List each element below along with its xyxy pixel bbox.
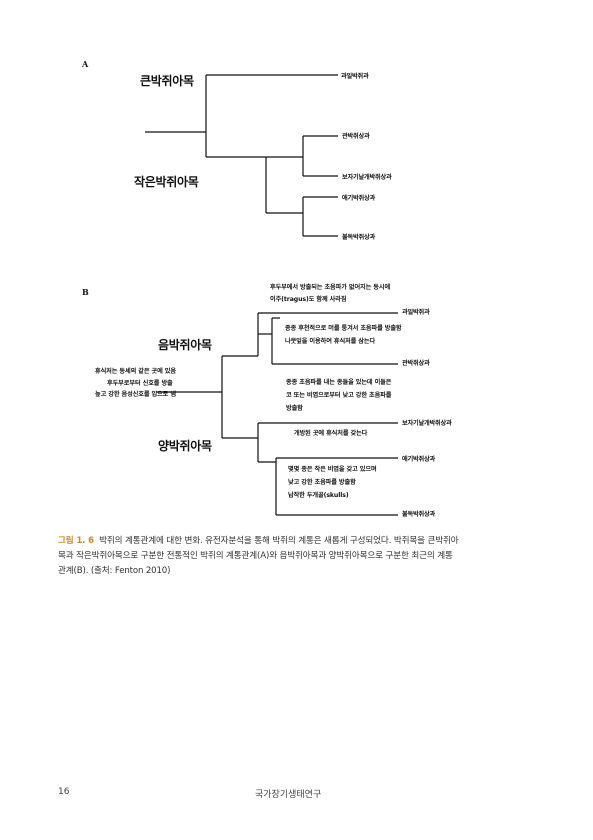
note-tragus-loss: 후두부에서 방출되는 초음파가 없어지는 동시에 이주(tragus)도 함께 … <box>270 284 391 303</box>
family-horseshoe-bat-label: 관박쥐상과 <box>342 133 370 140</box>
page-number: 16 <box>58 787 70 797</box>
order-megachiroptera-label: 큰박쥐아목 <box>140 74 194 88</box>
order-yinpterochiroptera-label: 음박쥐아목 <box>158 338 212 352</box>
figure-caption: 그림 1. 6 박쥐의 계통관계에 대한 변화. 유전자분석을 통해 박쥐의 계… <box>58 534 540 579</box>
caption-line-3: 관계(B). (출처: Fenton 2010) <box>58 566 171 576</box>
family-fruit-bat-b-label: 과일박쥐과 <box>402 309 430 316</box>
family-bulldog-bat-b-label: 불독박쥐상과 <box>402 511 435 518</box>
panel-b-letter: B <box>82 287 89 297</box>
order-microchiroptera-label: 작은박쥐아목 <box>134 175 199 189</box>
caption-line-2: 목과 작은박쥐아목으로 구분한 전통적인 박쥐의 계통관계(A)와 음박쥐아목과… <box>58 551 453 561</box>
family-bulldog-bat-label: 불독박쥐상과 <box>342 234 375 241</box>
family-vesper-bat-label: 애기박쥐상과 <box>342 195 375 202</box>
running-footer-title: 국가장기생태연구 <box>255 790 322 800</box>
note-roost-signal: 휴식처는 동세의 같은 곳에 있음 후두부로부터 신호를 방출 높고 강한 음성… <box>95 368 176 398</box>
note-mouth-signal: 몇몇 종은 작은 비엽을 갖고 있으며 낮고 강한 초음파를 방출함 납작한 두… <box>288 466 377 499</box>
family-sheath-tailed-bat-b-label: 보자기날개박쥐상과 <box>402 420 452 427</box>
family-horseshoe-bat-b-label: 관박쥐상과 <box>402 360 430 367</box>
caption-line-1: 박쥐의 계통관계에 대한 변화. 유전자분석을 통해 박쥐의 계통은 새롭게 구… <box>99 536 459 546</box>
family-vesper-bat-b-label: 애기박쥐상과 <box>402 456 435 463</box>
note-nasal-emission: 종종 후천적으로 머를 퉁겨서 초음파를 방출함 나뭇잎을 이용하여 휴식처를 … <box>285 325 402 345</box>
family-sheath-tailed-bat-label: 보자기날개박쥐상과 <box>342 174 392 181</box>
figure-label: 그림 1. 6 <box>58 536 94 546</box>
note-noseleaf-signal: 종종 초음파를 내는 종들을 있는데 이들은 코 또는 비엽으로부터 낮고 강한… <box>286 379 392 412</box>
panel-a-letter: A <box>82 59 89 69</box>
note-open-roost: 개방된 곳에 휴식처를 갖는다 <box>294 430 368 437</box>
order-yangochiroptera-label: 양박쥐아목 <box>158 439 212 453</box>
family-fruit-bat-label: 과일박쥐과 <box>341 73 369 80</box>
